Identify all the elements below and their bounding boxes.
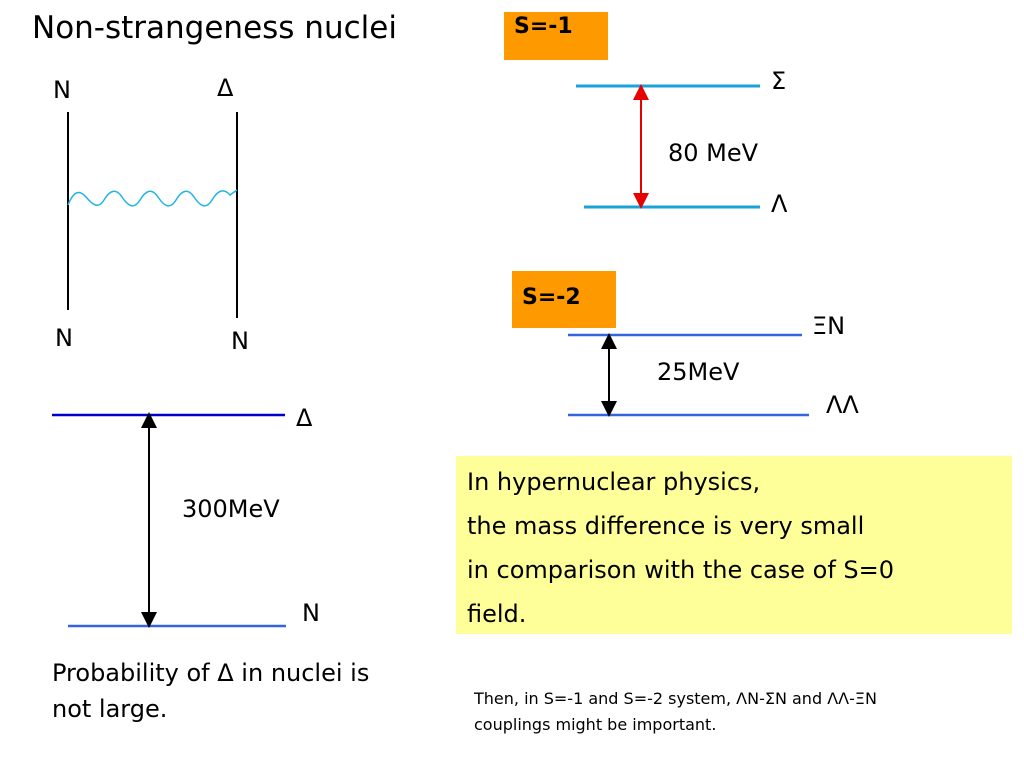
hypernuclear-note: In hypernuclear physics, the mass differ…: [456, 456, 1012, 634]
delta-gap-label: 300MeV: [182, 495, 280, 523]
delta-level-label: Δ: [296, 404, 313, 432]
note-line: in comparison with the case of S=0: [467, 556, 895, 584]
lambda-lambda-level-label: ΛΛ: [826, 391, 859, 419]
probability-line: not large.: [52, 695, 168, 723]
note-line: field.: [467, 600, 527, 628]
feynman-label-top-right: Δ: [217, 74, 234, 102]
conclusion-line: couplings might be important.: [474, 715, 717, 734]
note-line: the mass difference is very small: [467, 512, 865, 540]
delta-probability-text: Probability of Δ in nuclei is not large.: [52, 655, 369, 727]
sigma-lambda-gap-label: 80 MeV: [668, 139, 759, 167]
s-minus-1-badge: S=-1: [504, 12, 608, 60]
s-minus-2-badge: S=-2: [512, 271, 616, 328]
nucleon-level-label: N: [302, 599, 320, 627]
page-title: Non-strangeness nuclei: [32, 10, 397, 46]
feynman-label-bottom-left: N: [55, 324, 73, 352]
conclusion-line: Then, in S=-1 and S=-2 system, ΛN-ΣN and…: [474, 689, 877, 708]
xi-lambda-gap-label: 25MeV: [657, 358, 740, 386]
coupling-conclusion-text: Then, in S=-1 and S=-2 system, ΛN-ΣN and…: [474, 686, 877, 738]
feynman-label-top-left: N: [53, 76, 71, 104]
meson-exchange-wave: [67, 189, 238, 207]
feynman-label-bottom-right: N: [231, 327, 249, 355]
sigma-level-label: Σ: [771, 67, 787, 95]
lambda-level-label: Λ: [771, 190, 788, 218]
probability-line: Probability of Δ in nuclei is: [52, 659, 370, 687]
note-line: In hypernuclear physics,: [467, 468, 761, 496]
xi-n-level-label: ΞN: [812, 312, 846, 340]
